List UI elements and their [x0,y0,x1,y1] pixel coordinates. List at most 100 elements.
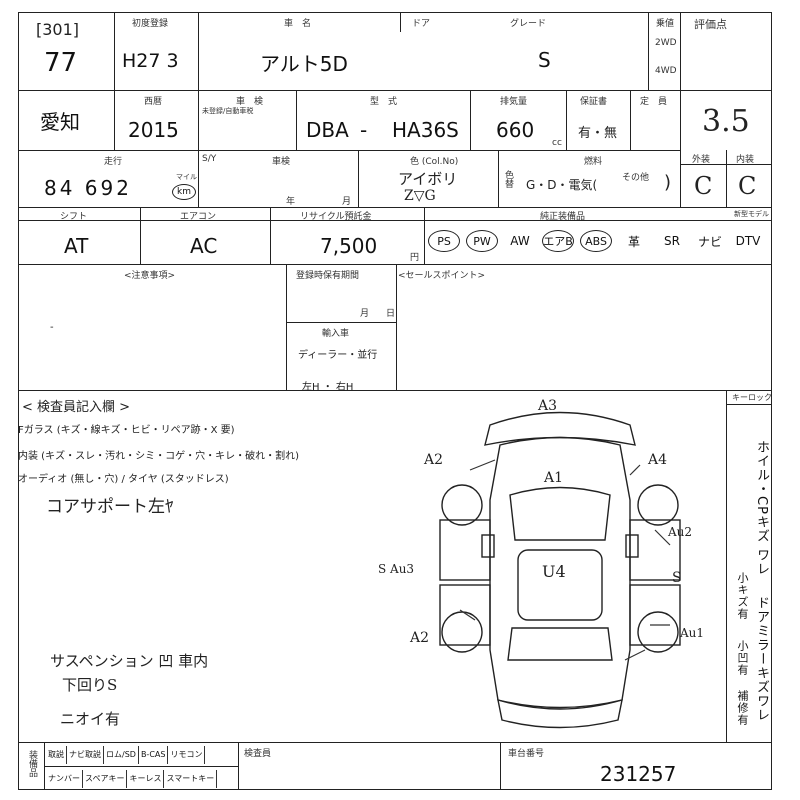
inspector-line2: 内装 (キズ・スレ・汚れ・シミ・コゲ・穴・キレ・破れ・割れ) [18,451,299,462]
capacity-label: 定 員 [640,97,668,107]
divider [726,150,727,207]
divider [680,12,681,150]
vertical-note4: 小凹有 [736,640,749,676]
year-label: 西暦 [144,97,163,107]
hand-note2: サスペンション 凹 車内 [50,652,209,670]
mark-a2-top: A2 [424,452,444,468]
car-name-label: 車 名 [284,19,312,29]
divider [286,264,287,390]
fuel-label: 燃料 [584,157,603,167]
divider [270,207,271,264]
score-label: 評価点 [694,18,727,31]
new-model-label: 新型モデル [734,210,769,218]
vertical-note1: ホイル・CPキズ ワレ [754,440,769,577]
vertical-note2: ドアミラーキズワレ [754,596,769,722]
notes-bottom-line [18,390,772,391]
owner-month: 月 [360,309,370,319]
color-label: 色 (Col.No) [410,157,459,167]
cc-label: 排気量 [500,97,528,107]
row3-bottom-line [18,207,772,208]
mileage-unit: km [172,184,196,200]
divider [680,150,681,207]
ac-label: エアコン [180,212,217,222]
row2-bottom-line [18,150,680,151]
footer-item: ナビ取説 [67,746,104,764]
door-label: ドア [412,19,431,29]
warranty-value: 有・無 [578,126,618,141]
sheet-outer-frame [18,12,772,790]
owner-label: 登録時保有期間 [296,271,360,281]
divider [680,164,772,165]
mark-au2: Au2 [668,525,693,539]
lot-number: 77 [44,48,78,78]
footer-item: ナンバー [46,770,83,788]
divider [726,404,772,405]
divider [400,12,401,32]
divider [358,150,359,207]
equipment-item: PW [466,230,498,252]
drive-4wd: 4WD [655,66,677,76]
equipment-item: DTV [735,234,761,248]
reg-date: H27 3 [122,50,179,72]
footer-item: リモコン [168,746,206,764]
divider [140,207,141,264]
score: 3.5 [702,104,750,139]
footer-left-label: 装備品 [27,750,37,777]
ac: AC [190,234,218,258]
year: 2015 [128,118,179,142]
car-damage-diagram [439,411,681,729]
model-prefix: DBA [306,118,349,142]
mark-s-au3: S Au3 [378,562,415,576]
location: 愛知 [40,110,80,134]
cc: 660 [496,118,535,142]
divider [566,90,567,150]
equipment-item: エアB [542,230,574,252]
interior-label: 内装 [736,155,755,165]
reg-date-label: 初度登録 [132,19,169,29]
hand-note1: コアサポート左ﾔ [46,497,174,517]
divider [18,220,772,221]
vertical-note3: 小キズ有 [736,572,749,620]
divider [630,90,631,150]
divider [424,207,425,264]
row1-bottom-line [18,90,772,91]
steering: 左H ・ 右H [302,382,354,393]
footer-top-line [18,742,772,743]
lot-prefix: [301] [36,20,80,39]
divider [198,90,199,150]
inspector-label: 検査員 [244,749,272,759]
inspector-line1: Fガラス (キズ・線キズ・ヒビ・リペア跡・X 要) [18,425,235,436]
equipment-item: PS [428,230,460,252]
equipment-item: SR [664,234,680,248]
vertical-note5: 補修有 [736,690,749,726]
fuel-options: G・D・電気( [526,178,598,192]
divider [114,12,115,150]
mile-label: マイル [176,173,197,181]
exterior: C [694,172,713,200]
divider [726,390,727,742]
model-label: 型 式 [370,97,398,107]
color-change-label: 色替 [503,170,513,188]
inspector-title: < 検査員記入欄 > [22,400,131,415]
drive-2wd: 2WD [655,38,677,48]
divider [286,322,396,323]
import-value: ディーラー・並行 [298,350,378,361]
cc-unit: cc [552,138,562,148]
grade-label: グレード [510,19,547,29]
divider [500,742,501,790]
recycle-label: リサイクル預託金 [300,212,372,222]
warranty-label: 保証書 [580,97,608,107]
yen-label: 円 [410,253,420,263]
divider [238,742,239,790]
divider [470,90,471,150]
inspector-line3: オーディオ (無し・穴) / タイヤ (スタッドレス) [18,474,229,485]
mark-a3: A3 [538,398,558,414]
divider [198,150,199,207]
equipment-label: 純正装備品 [540,212,586,222]
inspection-sub: 未登録/自動車税 [202,107,254,115]
chassis-number: 231257 [600,762,677,786]
mark-a4: A4 [648,452,668,468]
mark-s: S [672,570,682,586]
footer-item: スマートキー [164,770,218,788]
